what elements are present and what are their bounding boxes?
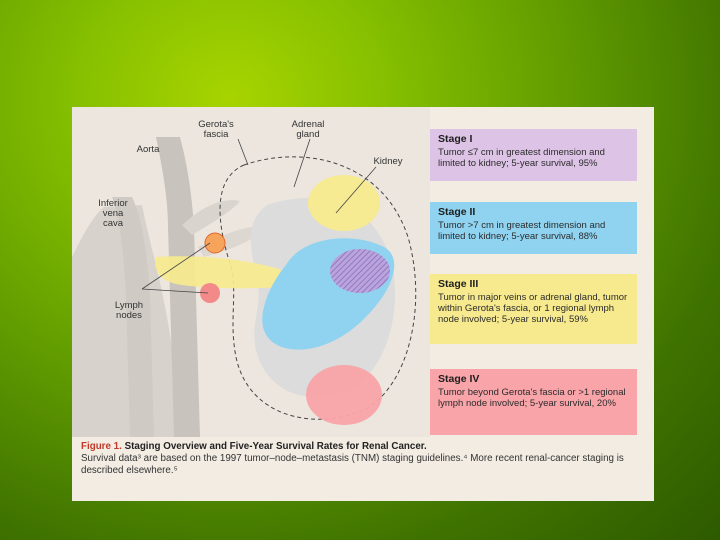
stage-box-3: Stage III Tumor in major veins or adrena… [430, 274, 637, 344]
renal-cancer-figure: Gerota's fascia Adrenal gland Aorta Kidn… [72, 107, 654, 501]
stage-iv-tumor [306, 365, 382, 425]
lymph-node-upper [205, 233, 225, 253]
label-lymph-nodes: Lymph nodes [112, 301, 146, 321]
stage-4-text: Tumor beyond Gerota's fascia or >1 regio… [438, 387, 629, 409]
stage-1-text: Tumor ≤7 cm in greatest dimension and li… [438, 147, 629, 169]
caption-label: Figure 1. [81, 441, 122, 452]
stage-box-2: Stage II Tumor >7 cm in greatest dimensi… [430, 202, 637, 254]
label-gerotas-fascia: Gerota's fascia [194, 120, 238, 140]
figure-caption: Figure 1. Staging Overview and Five-Year… [81, 441, 646, 477]
stage-box-4: Stage IV Tumor beyond Gerota's fascia or… [430, 369, 637, 435]
stage-box-1: Stage I Tumor ≤7 cm in greatest dimensio… [430, 129, 637, 181]
label-kidney: Kidney [368, 157, 408, 167]
stage-3-title: Stage III [438, 279, 629, 290]
stage-1-title: Stage I [438, 134, 629, 145]
stage-i-tumor [308, 175, 380, 231]
caption-body: Survival data³ are based on the 1997 tum… [81, 453, 646, 477]
label-inferior-vena-cava: Inferior vena cava [92, 199, 134, 229]
stage-2-text: Tumor >7 cm in greatest dimension and li… [438, 220, 629, 242]
stage-i-hatched-region [330, 249, 390, 293]
caption-title: Staging Overview and Five-Year Survival … [125, 441, 427, 452]
stage-4-title: Stage IV [438, 374, 629, 385]
label-aorta: Aorta [130, 145, 166, 155]
stage-3-text: Tumor in major veins or adrenal gland, t… [438, 292, 629, 325]
label-adrenal-gland: Adrenal gland [286, 120, 330, 140]
stage-2-title: Stage II [438, 207, 629, 218]
